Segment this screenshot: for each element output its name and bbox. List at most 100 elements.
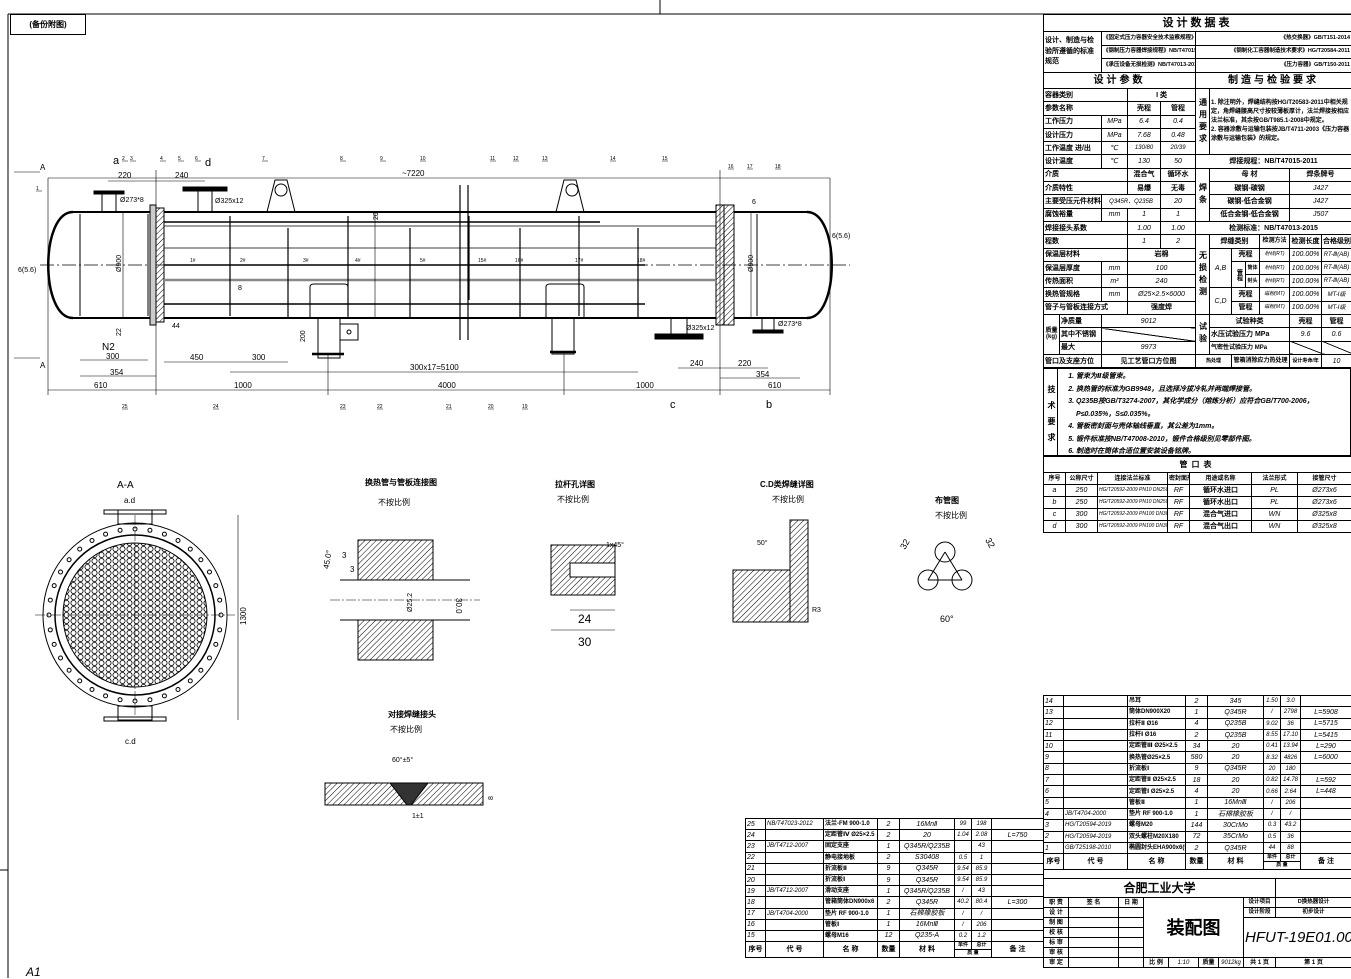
part-cell: 筒体DN900X20: [1128, 707, 1186, 718]
part-cell: 2: [1186, 729, 1208, 740]
role-header: 职 责: [1044, 898, 1069, 908]
nozzle-cell: HG/T20592-2009 PN100 DN300: [1098, 521, 1168, 533]
part-cell: 石棉橡胶板: [1208, 808, 1264, 819]
param-value: 强度焊: [1128, 301, 1196, 314]
param-shell: Q345R、Q235B: [1102, 195, 1161, 208]
param-tube: 50: [1161, 155, 1196, 168]
tech-req-item: 锻件标准按NB/T47008-2010，锻件合格级别见零部件图。: [1076, 434, 1350, 447]
part-row: 1GB/T25198-2010椭圆封头EHA900x6(5.6)2Q345R44…: [1044, 842, 1351, 853]
part-cell: 2798: [1281, 707, 1301, 718]
nozzle-cell: PL: [1252, 497, 1298, 509]
bolt-hole: [48, 628, 52, 632]
param-tube: 循环水: [1161, 168, 1196, 181]
part-cell: 0.3: [1264, 820, 1281, 831]
cd-weld-angle: 50°: [757, 539, 768, 547]
part-cell: 20: [1208, 775, 1264, 786]
bolt-hole: [104, 694, 108, 698]
electrode-base: 碳钢-碳钢: [1210, 182, 1290, 195]
part-cell: 9: [878, 874, 900, 885]
param-value: 岩棉: [1128, 248, 1196, 261]
general-req-item: 2. 容器涂敷与运输包装按JB/T4711-2003《压力容器涂敷与运输包装》的…: [1211, 126, 1350, 144]
role-label: 审 定: [1044, 958, 1069, 968]
part-cell: 22: [746, 852, 766, 863]
part-cell: JB/T4704-2000: [1064, 808, 1128, 819]
tube-layout-p2: 32: [983, 536, 997, 550]
param-value: Ø25×2.5×6000: [1128, 288, 1196, 301]
part-cell: 17: [746, 908, 766, 919]
part-cell: 11: [1044, 729, 1064, 740]
bolt-hole: [218, 598, 222, 602]
param-value: 240: [1128, 275, 1196, 288]
part-cell: 72: [1186, 831, 1208, 842]
part-cell: 2.08: [972, 830, 992, 841]
part-cell: 1: [878, 886, 900, 897]
part-cell: 16MnⅢ: [1208, 797, 1264, 808]
dim-ch-thk-right: 6: [752, 199, 756, 206]
part-cell: JB/T4712-2007: [766, 841, 824, 852]
part-cell: L=592: [1301, 775, 1351, 786]
part-cell: 吊耳: [1128, 696, 1186, 707]
parts-header: 备 注: [992, 942, 1044, 958]
part-cell: 1: [1044, 842, 1064, 853]
part-cell: 1: [972, 852, 992, 863]
part-cell: 0.5: [955, 852, 972, 863]
param-label: 管口及支座方位: [1044, 354, 1102, 367]
ndt-standard: 检测标准：NB/T47013-2015: [1196, 221, 1351, 234]
cd-weld-r: R3: [812, 607, 821, 614]
tech-req-item: Q235B按GB/T3274-2007，其化学成分（熔炼分析）应符合GB/T70…: [1076, 396, 1350, 421]
part-cell: 19: [746, 886, 766, 897]
channel-flange-right: [724, 205, 734, 325]
part-cell: Q345R: [900, 897, 955, 908]
param-value-empty: [1102, 328, 1196, 341]
bolt-hole: [118, 528, 122, 532]
electrode-grade: J427: [1290, 195, 1351, 208]
test-header: 试验种类: [1210, 315, 1290, 328]
part-cell: 2: [1186, 696, 1208, 707]
bolt-hole: [52, 584, 56, 588]
param-tube: 2: [1161, 235, 1196, 248]
tube-layout-detail: 布管图 不按比例 32 32 60°: [898, 495, 997, 624]
part-cell: 18: [746, 897, 766, 908]
part-cell: 20: [746, 874, 766, 885]
param-unit: mm: [1102, 208, 1128, 221]
ndt-length: 100.00%: [1290, 275, 1322, 288]
param-label: 其中不锈钢: [1060, 328, 1102, 341]
part-cell: [1064, 707, 1128, 718]
part-cell: 9.02: [1264, 718, 1281, 729]
bolt-hole: [207, 570, 211, 574]
total-pages: 共 1 页: [1244, 958, 1276, 968]
param-value: 100: [1128, 261, 1196, 274]
part-cell: 20: [1264, 763, 1281, 774]
part-cell: Q345R/Q235B: [900, 886, 955, 897]
dim-ch-354: 354: [110, 368, 124, 377]
part-cell: [1064, 696, 1128, 707]
part-cell: 43.2: [1281, 820, 1301, 831]
page-number: 第 1 页: [1276, 958, 1351, 968]
part-cell: /: [1264, 808, 1281, 819]
part-cell: [992, 930, 1044, 941]
nozzle-header: 连接法兰标准: [1098, 473, 1168, 485]
part-cell: [1064, 718, 1128, 729]
param-label: 介质: [1044, 168, 1128, 181]
nozzle-cell: c: [1044, 509, 1066, 521]
part-cell: 管板Ⅰ: [824, 919, 878, 930]
part-cell: 1: [1186, 707, 1208, 718]
dim-b-pipe: Ø273*8: [778, 321, 802, 328]
bolt-hole: [48, 598, 52, 602]
part-cell: 石棉橡胶板: [900, 908, 955, 919]
part-cell: 345: [1208, 696, 1264, 707]
part-cell: Q345R: [1208, 763, 1264, 774]
param-label: 参数名称: [1044, 102, 1128, 115]
part-cell: 2: [1044, 831, 1064, 842]
part-cell: 85.9: [972, 874, 992, 885]
part-cell: [992, 852, 1044, 863]
nozzle-header: 法兰形式: [1252, 473, 1298, 485]
standard: 《固定式压力容器安全技术监察规程》TSG 21-2016: [1102, 32, 1196, 46]
